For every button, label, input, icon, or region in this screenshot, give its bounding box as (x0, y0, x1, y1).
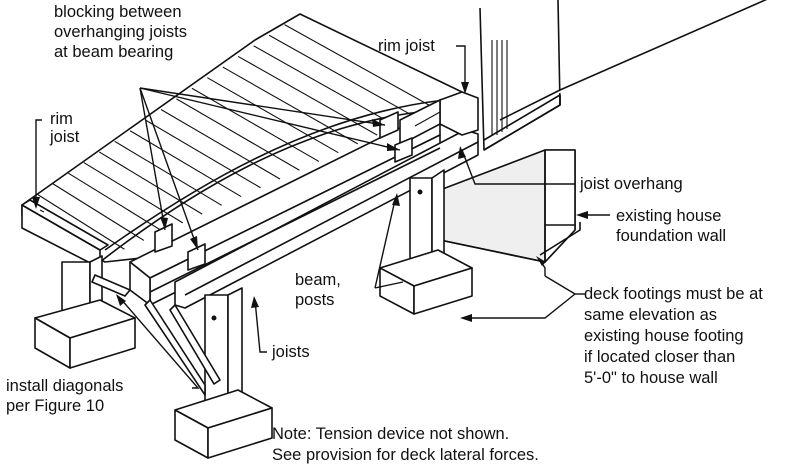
label-rim-joist-top: rim joist (378, 37, 435, 55)
deck-board-seam (37, 193, 125, 250)
footings (34, 249, 473, 459)
deck-board-seam (114, 140, 222, 206)
deck-board-seam (284, 24, 436, 110)
leaders (32, 45, 610, 389)
deck-board-seam (145, 119, 261, 189)
label-footings-note: deck footings must be at same elevation … (584, 285, 763, 387)
label-joist-overhang: joist overhang (580, 175, 683, 193)
deck-board-seam (129, 130, 242, 198)
label-beam-posts: beam, posts (295, 271, 341, 309)
foundation-wall (439, 149, 581, 263)
deck-board-seam (98, 151, 203, 215)
deck-board-seam (237, 55, 378, 136)
house-wall (479, 0, 768, 151)
label-install-diagonals: install diagonals per Figure 10 (6, 377, 124, 415)
rim-joist-right (399, 91, 479, 146)
deck-board-seam (52, 183, 145, 241)
blocking (154, 111, 413, 271)
deck-board-seam (268, 34, 417, 119)
deck-board-seam (83, 162, 184, 224)
deck-board-seam (191, 87, 320, 162)
deck-board-seam (207, 77, 339, 154)
deck-board-seam (160, 109, 281, 180)
label-joists: joists (272, 343, 310, 361)
label-blocking: blocking between overhanging joists at b… (54, 3, 187, 61)
deck-board-seam (176, 98, 300, 171)
label-existing-foundation-wall: existing house foundation wall (616, 207, 727, 245)
label-rim-joist-left: rim joist (50, 110, 80, 146)
diagonal-bracing (91, 274, 221, 396)
label-note-tension: Note: Tension device not shown. See prov… (272, 425, 539, 464)
